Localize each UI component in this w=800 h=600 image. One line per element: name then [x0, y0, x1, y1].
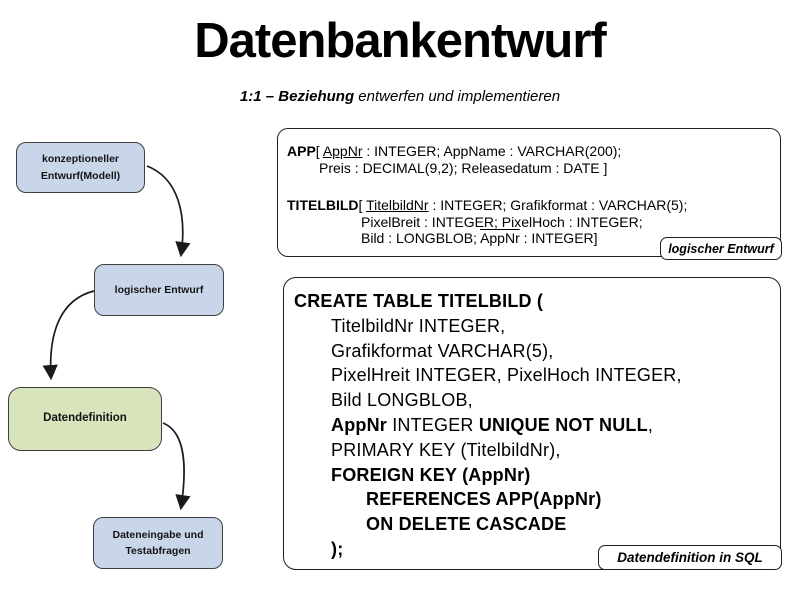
subtitle-rest: entwerfen und implementieren: [354, 88, 561, 105]
schema-titelbild-line3: Bild : LONGBLOB; AppNr : INTEGER]: [287, 230, 780, 247]
relation-name-app: APP: [287, 143, 316, 159]
foreign-key-appnr: AppNr: [480, 230, 520, 246]
flow-node-datendefinition: Datendefinition: [8, 387, 162, 451]
flow-node-logischer-entwurf: logischer Entwurf: [94, 264, 224, 316]
sql-box: CREATE TABLE TITELBILD ( TitelbildNr INT…: [283, 277, 781, 570]
sql-line-2: TitelbildNr INTEGER,: [331, 315, 506, 336]
sql-line-7: PRIMARY KEY (TitelbildNr),: [331, 439, 561, 460]
bracket: [: [358, 197, 367, 213]
relation-name-titelbild: TITELBILD: [287, 197, 359, 213]
primary-key-titelbildnr: TitelbildNr: [366, 197, 429, 213]
sql-line-8: FOREIGN KEY (AppNr): [331, 464, 531, 485]
sql-line-1: CREATE TABLE TITELBILD (: [294, 291, 544, 311]
page-title: Datenbankentwurf: [194, 14, 606, 68]
sql-line-11: );: [331, 538, 344, 559]
node-label-line: konzeptioneller: [41, 153, 119, 166]
app-attributes: : INTEGER; AppName : VARCHAR(200);: [362, 143, 622, 159]
schema-app-line2: Preis : DECIMAL(9,2); Releasedatum : DAT…: [319, 159, 608, 176]
arrow-logisch-to-datendefinition: [42, 290, 95, 381]
schema-gap: [287, 176, 780, 197]
sql-line-3: Grafikformat VARCHAR(5),: [331, 340, 554, 361]
subtitle-lead: 1:1 – Beziehung: [239, 88, 355, 105]
logical-design-box: APP[ AppNr : INTEGER; AppName : VARCHAR(…: [277, 128, 781, 257]
schema-app-line1: APP[ AppNr : INTEGER; AppName : VARCHAR(…: [287, 143, 780, 160]
arrow-datendefinition-to-dateneingabe: [162, 422, 191, 511]
titelbild-attributes: : INTEGER; Grafikformat : VARCHAR(5);: [428, 197, 688, 213]
sql-unique-not-null: UNIQUE NOT NULL: [478, 414, 648, 435]
sql-line-4: PixelHreit INTEGER, PixelHoch INTEGER,: [331, 365, 682, 386]
slide-subtitle: 1:1 – Beziehung entwerfen und implementi…: [0, 88, 800, 105]
arrow-konzeptionell-to-logisch: [146, 165, 191, 258]
sql-appnr: AppNr: [331, 414, 387, 435]
flow-node-dateneingabe-testabfragen: Dateneingabe und Testabfragen: [93, 517, 223, 569]
sql-line-5: Bild LONGBLOB,: [331, 390, 473, 411]
node-label: Datendefinition: [43, 412, 127, 425]
node-label-line: Testabfragen: [125, 545, 191, 557]
sql-line-10: ON DELETE CASCADE: [366, 514, 567, 535]
bracket: [: [315, 143, 323, 159]
schema-titelbild-line1: TITELBILD[ TitelbildNr : INTEGER; Grafik…: [287, 197, 780, 214]
titelbild-attributes: : INTEGER]: [519, 230, 598, 246]
flow-node-konzeptioneller-entwurf: konzeptioneller Entwurf(Modell): [16, 142, 145, 193]
primary-key-appnr: AppNr: [322, 143, 363, 159]
node-label: logischer Entwurf: [114, 283, 204, 296]
node-label-line: Dateneingabe und: [112, 528, 204, 541]
sql-line-9: REFERENCES APP(AppNr): [366, 489, 602, 510]
node-label-line: Entwurf(Modell): [40, 169, 121, 182]
logical-design-badge: logischer Entwurf: [660, 237, 782, 260]
sql-definition-badge: Datendefinition in SQL: [598, 545, 782, 570]
sql-integer: INTEGER: [387, 414, 479, 435]
sql-comma: ,: [647, 414, 654, 435]
sql-line-6: AppNr INTEGER UNIQUE NOT NULL,: [294, 413, 780, 438]
schema-titelbild-line2: PixelBreit : INTEGER; PixelHoch : INTEGE…: [361, 213, 643, 230]
titelbild-attributes: Bild : LONGBLOB;: [361, 230, 481, 246]
